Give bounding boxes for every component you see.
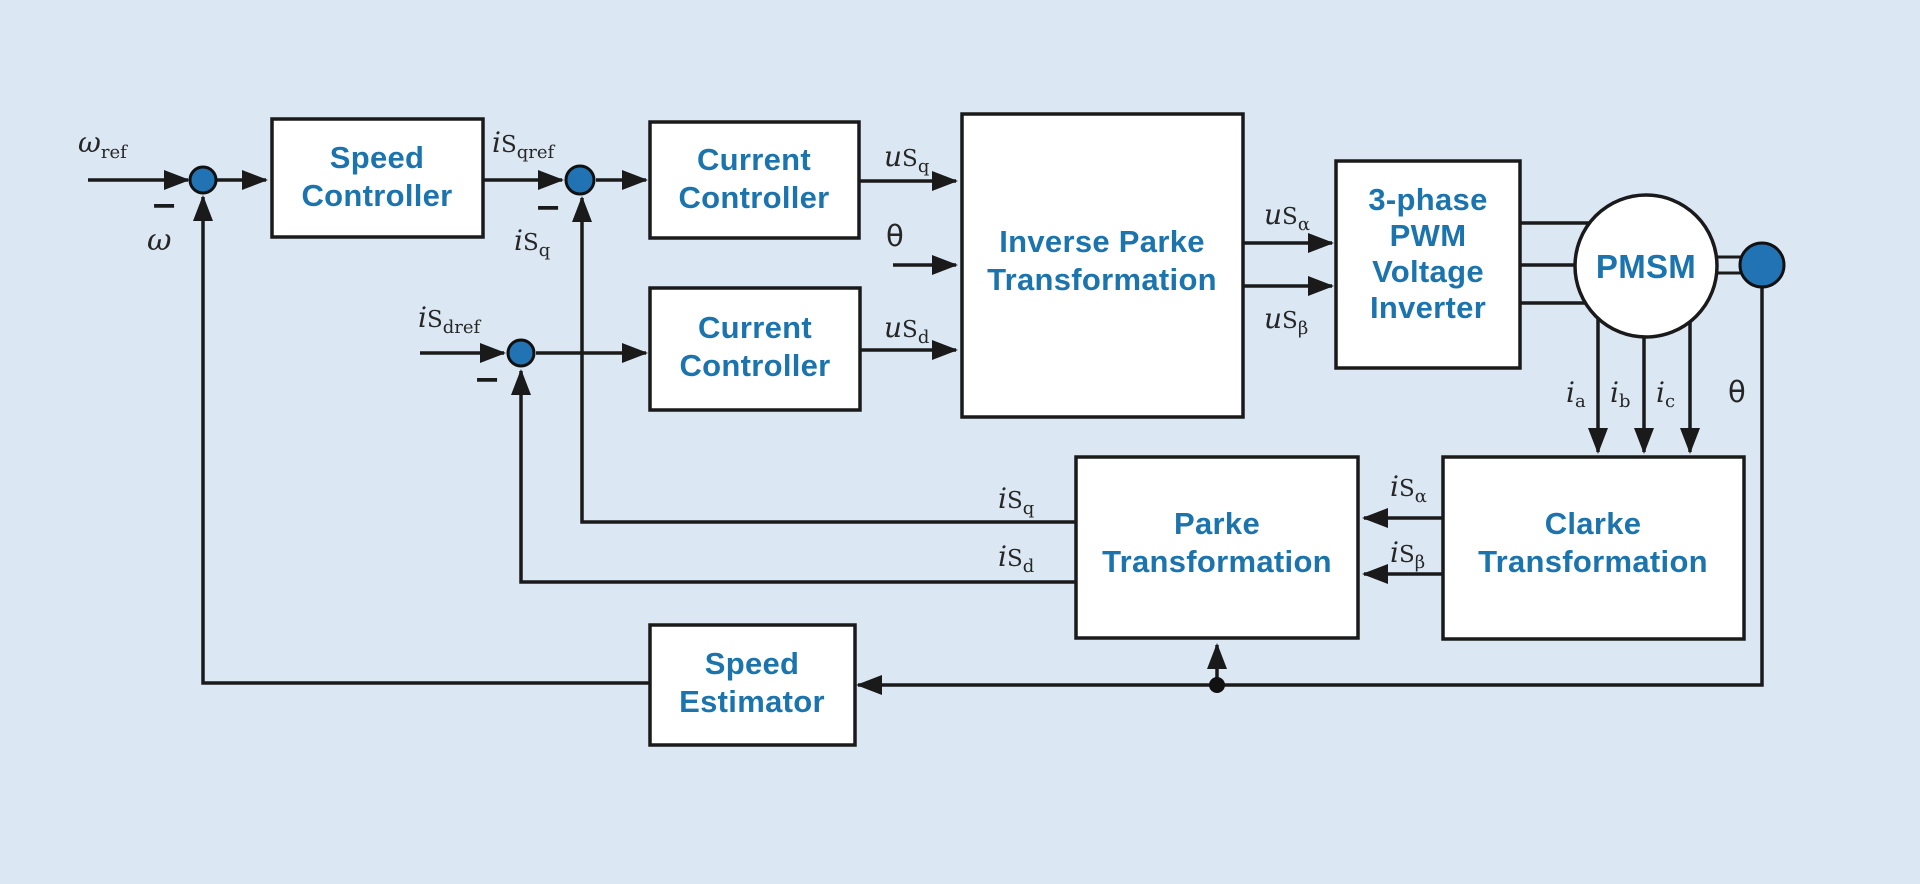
label-isqref: iSqref — [492, 126, 556, 163]
clarke-label-line1: Clarke — [1545, 506, 1642, 541]
current-controller-q-label-line2: Controller — [678, 180, 829, 215]
minus-sign-isq: − — [535, 188, 562, 226]
wire-isd-feedback — [511, 369, 1076, 584]
current-controller-d-box — [648, 286, 862, 412]
label-usd: uSd — [884, 311, 929, 348]
clarke-label-line2: Transformation — [1478, 544, 1708, 579]
wire-theta-feedback — [856, 287, 1764, 695]
label-isdref: iSdref — [418, 301, 482, 338]
theta-branch-dot — [1209, 677, 1225, 693]
speed-estimator-label-line1: Speed — [705, 646, 800, 681]
current-controller-d-label-line2: Controller — [679, 348, 830, 383]
inverse-park-label-line1: Inverse Parke — [999, 224, 1205, 259]
minus-sign-speed: − — [151, 186, 178, 224]
pwm-inverter-box — [1334, 159, 1522, 370]
label-ia: ia — [1566, 376, 1586, 412]
block-current-controller-d: Current Controller — [648, 286, 862, 412]
label-usq: uSq — [884, 140, 929, 177]
pwm-inverter-label-line4: Inverter — [1370, 290, 1486, 325]
pmsm-circle — [1573, 193, 1719, 339]
minus-sign-isd: − — [474, 360, 501, 398]
pwm-inverter-label-line3: Voltage — [1372, 254, 1484, 289]
label-usbeta: uSβ — [1264, 302, 1308, 339]
park-label-line2: Transformation — [1102, 544, 1332, 579]
speed-estimator-label-line2: Estimator — [679, 684, 825, 719]
summing-junction-isd — [506, 338, 536, 368]
label-usalpha: uSα — [1264, 198, 1310, 235]
label-omega-feedback: ω — [147, 223, 171, 258]
current-controller-q-box — [648, 120, 861, 240]
inverse-park-label-line2: Transformation — [987, 262, 1217, 297]
label-theta-input: θ — [886, 219, 904, 253]
label-omega-ref: ωref — [78, 126, 128, 163]
speed-controller-box — [270, 117, 485, 239]
block-clarke: Clarke Transformation — [1441, 455, 1746, 641]
block-speed-controller: Speed Controller — [270, 117, 485, 239]
label-isq-junction: iSq — [514, 224, 550, 261]
summing-junction-isq — [564, 164, 596, 196]
wires — [88, 170, 1764, 695]
speed-estimator-box — [648, 623, 857, 747]
wire-isq-feedback — [572, 196, 1076, 524]
pwm-inverter-label-line2: PWM — [1390, 218, 1467, 253]
label-isalpha: iSα — [1390, 470, 1427, 507]
label-theta-encoder: θ — [1728, 375, 1746, 409]
clarke-box — [1441, 455, 1746, 641]
label-isd-feedback: iSd — [998, 540, 1034, 577]
encoder-circle — [1738, 241, 1786, 289]
speed-controller-label-line2: Controller — [301, 178, 452, 213]
block-speed-estimator: Speed Estimator — [648, 623, 857, 747]
label-ic: ic — [1656, 376, 1675, 412]
current-controller-d-label-line1: Current — [698, 310, 812, 345]
park-box — [1074, 455, 1360, 640]
label-ib: ib — [1610, 376, 1631, 412]
block-inverse-park: Inverse Parke Transformation — [960, 112, 1245, 419]
pwm-inverter-label-line1: 3-phase — [1368, 182, 1487, 217]
block-pwm-inverter: 3-phase PWM Voltage Inverter — [1334, 159, 1522, 370]
speed-controller-label-line1: Speed — [330, 140, 425, 175]
inverse-park-box — [960, 112, 1245, 419]
block-current-controller-q: Current Controller — [648, 120, 861, 240]
block-pmsm: PMSM — [1573, 193, 1719, 339]
label-isbeta: iSβ — [1390, 536, 1425, 573]
wire-speed-feedback — [193, 195, 650, 685]
park-label-line1: Parke — [1174, 506, 1260, 541]
current-controller-q-label-line1: Current — [697, 142, 811, 177]
pmsm-label: PMSM — [1596, 248, 1696, 285]
summing-junction-speed — [188, 165, 218, 195]
label-isq-feedback: iSq — [998, 482, 1034, 519]
block-park: Parke Transformation — [1074, 455, 1360, 640]
